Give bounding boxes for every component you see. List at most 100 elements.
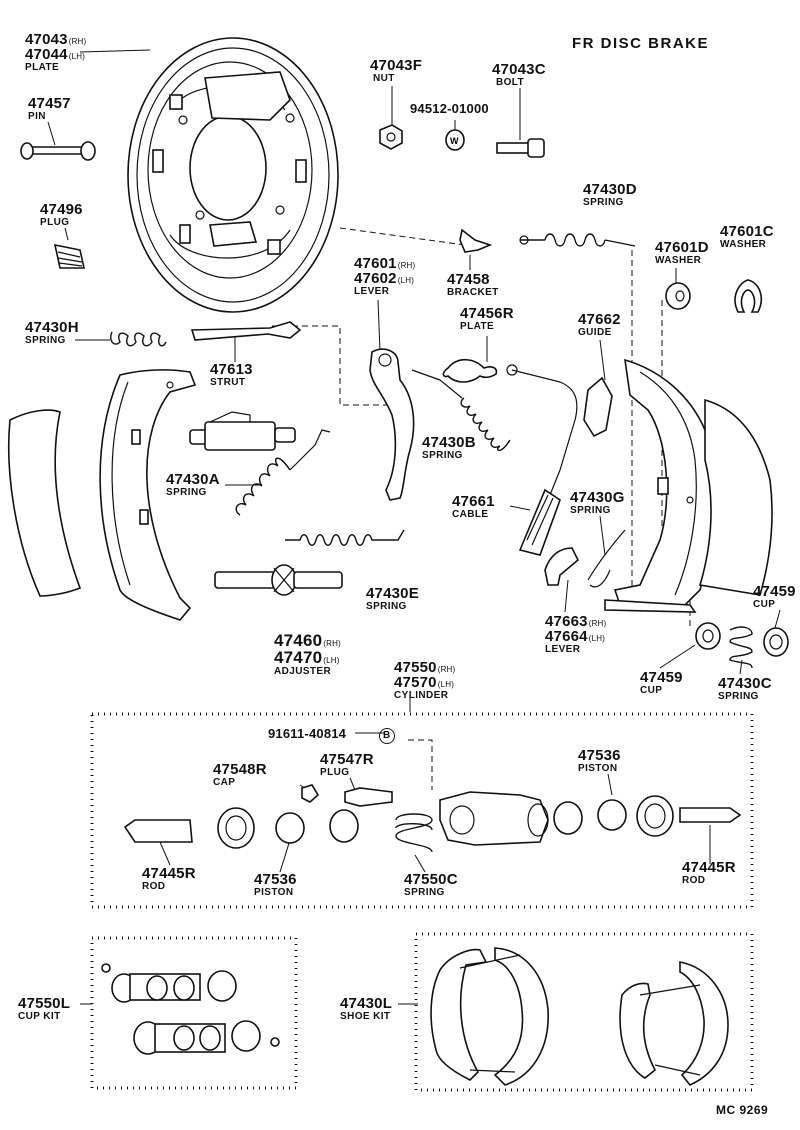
shoe-kit-drawing (430, 947, 729, 1086)
part-name: PLATE (460, 321, 495, 332)
part-number: 47043C (492, 61, 546, 78)
part-name: CAP (213, 777, 236, 788)
label-spring-c: 47430C SPRING (718, 676, 772, 702)
part-number: 47601D (655, 239, 709, 256)
part-name: PLUG (320, 767, 350, 778)
part-name: PLUG (40, 217, 70, 228)
part-number: 47496 (40, 201, 83, 218)
label-bolt: 47043C BOLT (492, 62, 546, 88)
part-number: 47570 (394, 674, 437, 691)
part-number: 47430H (25, 319, 79, 336)
part-number: 47430C (718, 675, 772, 692)
side-lh: (LH) (437, 680, 455, 689)
label-spring-e: 47430E SPRING (366, 586, 419, 612)
levers-and-struts (190, 228, 613, 586)
label-plate: 47043(RH) 47044(LH) PLATE (25, 32, 86, 73)
label-adjuster: 47460(RH) 47470(LH) ADJUSTER (274, 632, 341, 677)
part-name: GUIDE (578, 327, 612, 338)
part-name: CABLE (452, 509, 489, 520)
part-number: 47430A (166, 471, 220, 488)
label-spring-550c: 47550C SPRING (404, 872, 458, 898)
part-name: SPRING (583, 197, 624, 208)
side-rh: (RH) (323, 639, 341, 648)
label-cup-kit: 47550L CUP KIT (18, 996, 70, 1022)
part-number: 47548R (213, 761, 267, 778)
part-name: SPRING (570, 505, 611, 516)
label-spring-d: 47430D SPRING (583, 182, 637, 208)
label-rod-left: 47445R ROD (142, 866, 196, 892)
part-name: BRACKET (447, 287, 499, 298)
part-name: NUT (373, 73, 395, 84)
label-spring-b: 47430B SPRING (422, 435, 476, 461)
part-name: SPRING (366, 601, 407, 612)
part-number: 47430E (366, 585, 419, 602)
part-name: WASHER (720, 239, 767, 250)
part-number: 47044 (25, 46, 68, 63)
label-plate-r: 47456R PLATE (460, 306, 514, 332)
part-name: CUP (753, 599, 776, 610)
side-lh: (LH) (397, 276, 415, 285)
svg-text:W: W (450, 136, 459, 146)
part-name: CUP (640, 685, 663, 696)
label-cup-bottom: 47459 CUP (640, 670, 683, 696)
part-name: SPRING (404, 887, 445, 898)
part-name: CUP KIT (18, 1011, 61, 1022)
part-number: 47043 (25, 31, 68, 48)
part-number: 47430B (422, 434, 476, 451)
side-lh: (LH) (323, 656, 340, 665)
side-rh: (RH) (68, 37, 87, 46)
diagram-title: FR DISC BRAKE (572, 35, 710, 52)
cup-kit-frame (90, 936, 298, 1090)
part-number: 47550 (394, 659, 437, 676)
label-guide: 47662 GUIDE (578, 312, 621, 338)
part-name: SPRING (25, 335, 66, 346)
label-lever-parking: 47663(RH) 47664(LH) LEVER (545, 614, 606, 655)
part-number: 94512-01000 (410, 101, 489, 116)
diagram-code: MC 9269 (716, 1103, 769, 1117)
label-washer-part: 94512-01000 (410, 102, 489, 115)
part-number: 47430G (570, 489, 625, 506)
part-number: 91611-40814 (268, 726, 347, 741)
label-strut: 47613 STRUT (210, 362, 253, 388)
part-number: 47613 (210, 361, 253, 378)
part-number: 47601 (354, 255, 397, 272)
label-washer-c: 47601C WASHER (720, 224, 774, 250)
part-number: 47662 (578, 311, 621, 328)
side-rh: (RH) (437, 665, 456, 674)
part-number: 47459 (640, 669, 683, 686)
part-name: ADJUSTER (274, 666, 332, 677)
part-name: BOLT (496, 77, 525, 88)
part-number: 47663 (545, 613, 588, 630)
label-cup-top: 47459 CUP (753, 584, 796, 610)
part-number: 47602 (354, 270, 397, 287)
label-bracket: 47458 BRACKET (447, 272, 499, 298)
part-number: 47445R (142, 865, 196, 882)
part-name: SPRING (422, 450, 463, 461)
part-name: SPRING (718, 691, 759, 702)
part-name: PISTON (254, 887, 294, 898)
part-name: STRUT (210, 377, 246, 388)
cylinder-kit-frame (90, 712, 754, 909)
part-name: CYLINDER (394, 690, 449, 701)
part-number: 47456R (460, 305, 514, 322)
part-number: 47664 (545, 628, 588, 645)
part-number: 47550C (404, 871, 458, 888)
adjuster-and-cylinder-upper (189, 411, 343, 596)
part-name: ROD (142, 881, 166, 892)
brake-shoes (7, 358, 773, 621)
part-name: PIN (28, 111, 46, 122)
label-cylinder: 47550(RH) 47570(LH) CYLINDER (394, 660, 455, 701)
label-nut: 47043F NUT (370, 58, 422, 84)
label-pin: 47457 PIN (28, 96, 71, 122)
wheel-cylinder-exploded (123, 784, 742, 853)
label-spring-g: 47430G SPRING (570, 490, 625, 516)
part-number: 47460 (274, 631, 323, 650)
part-name: PLATE (25, 62, 60, 73)
washers-and-cups (665, 279, 789, 657)
label-washer-d: 47601D WASHER (655, 240, 709, 266)
part-name: LEVER (354, 286, 390, 297)
label-plug-r: 47547R PLUG (320, 752, 374, 778)
part-number: 47043F (370, 57, 423, 74)
label-lever: 47601(RH) 47602(LH) LEVER (354, 256, 415, 297)
